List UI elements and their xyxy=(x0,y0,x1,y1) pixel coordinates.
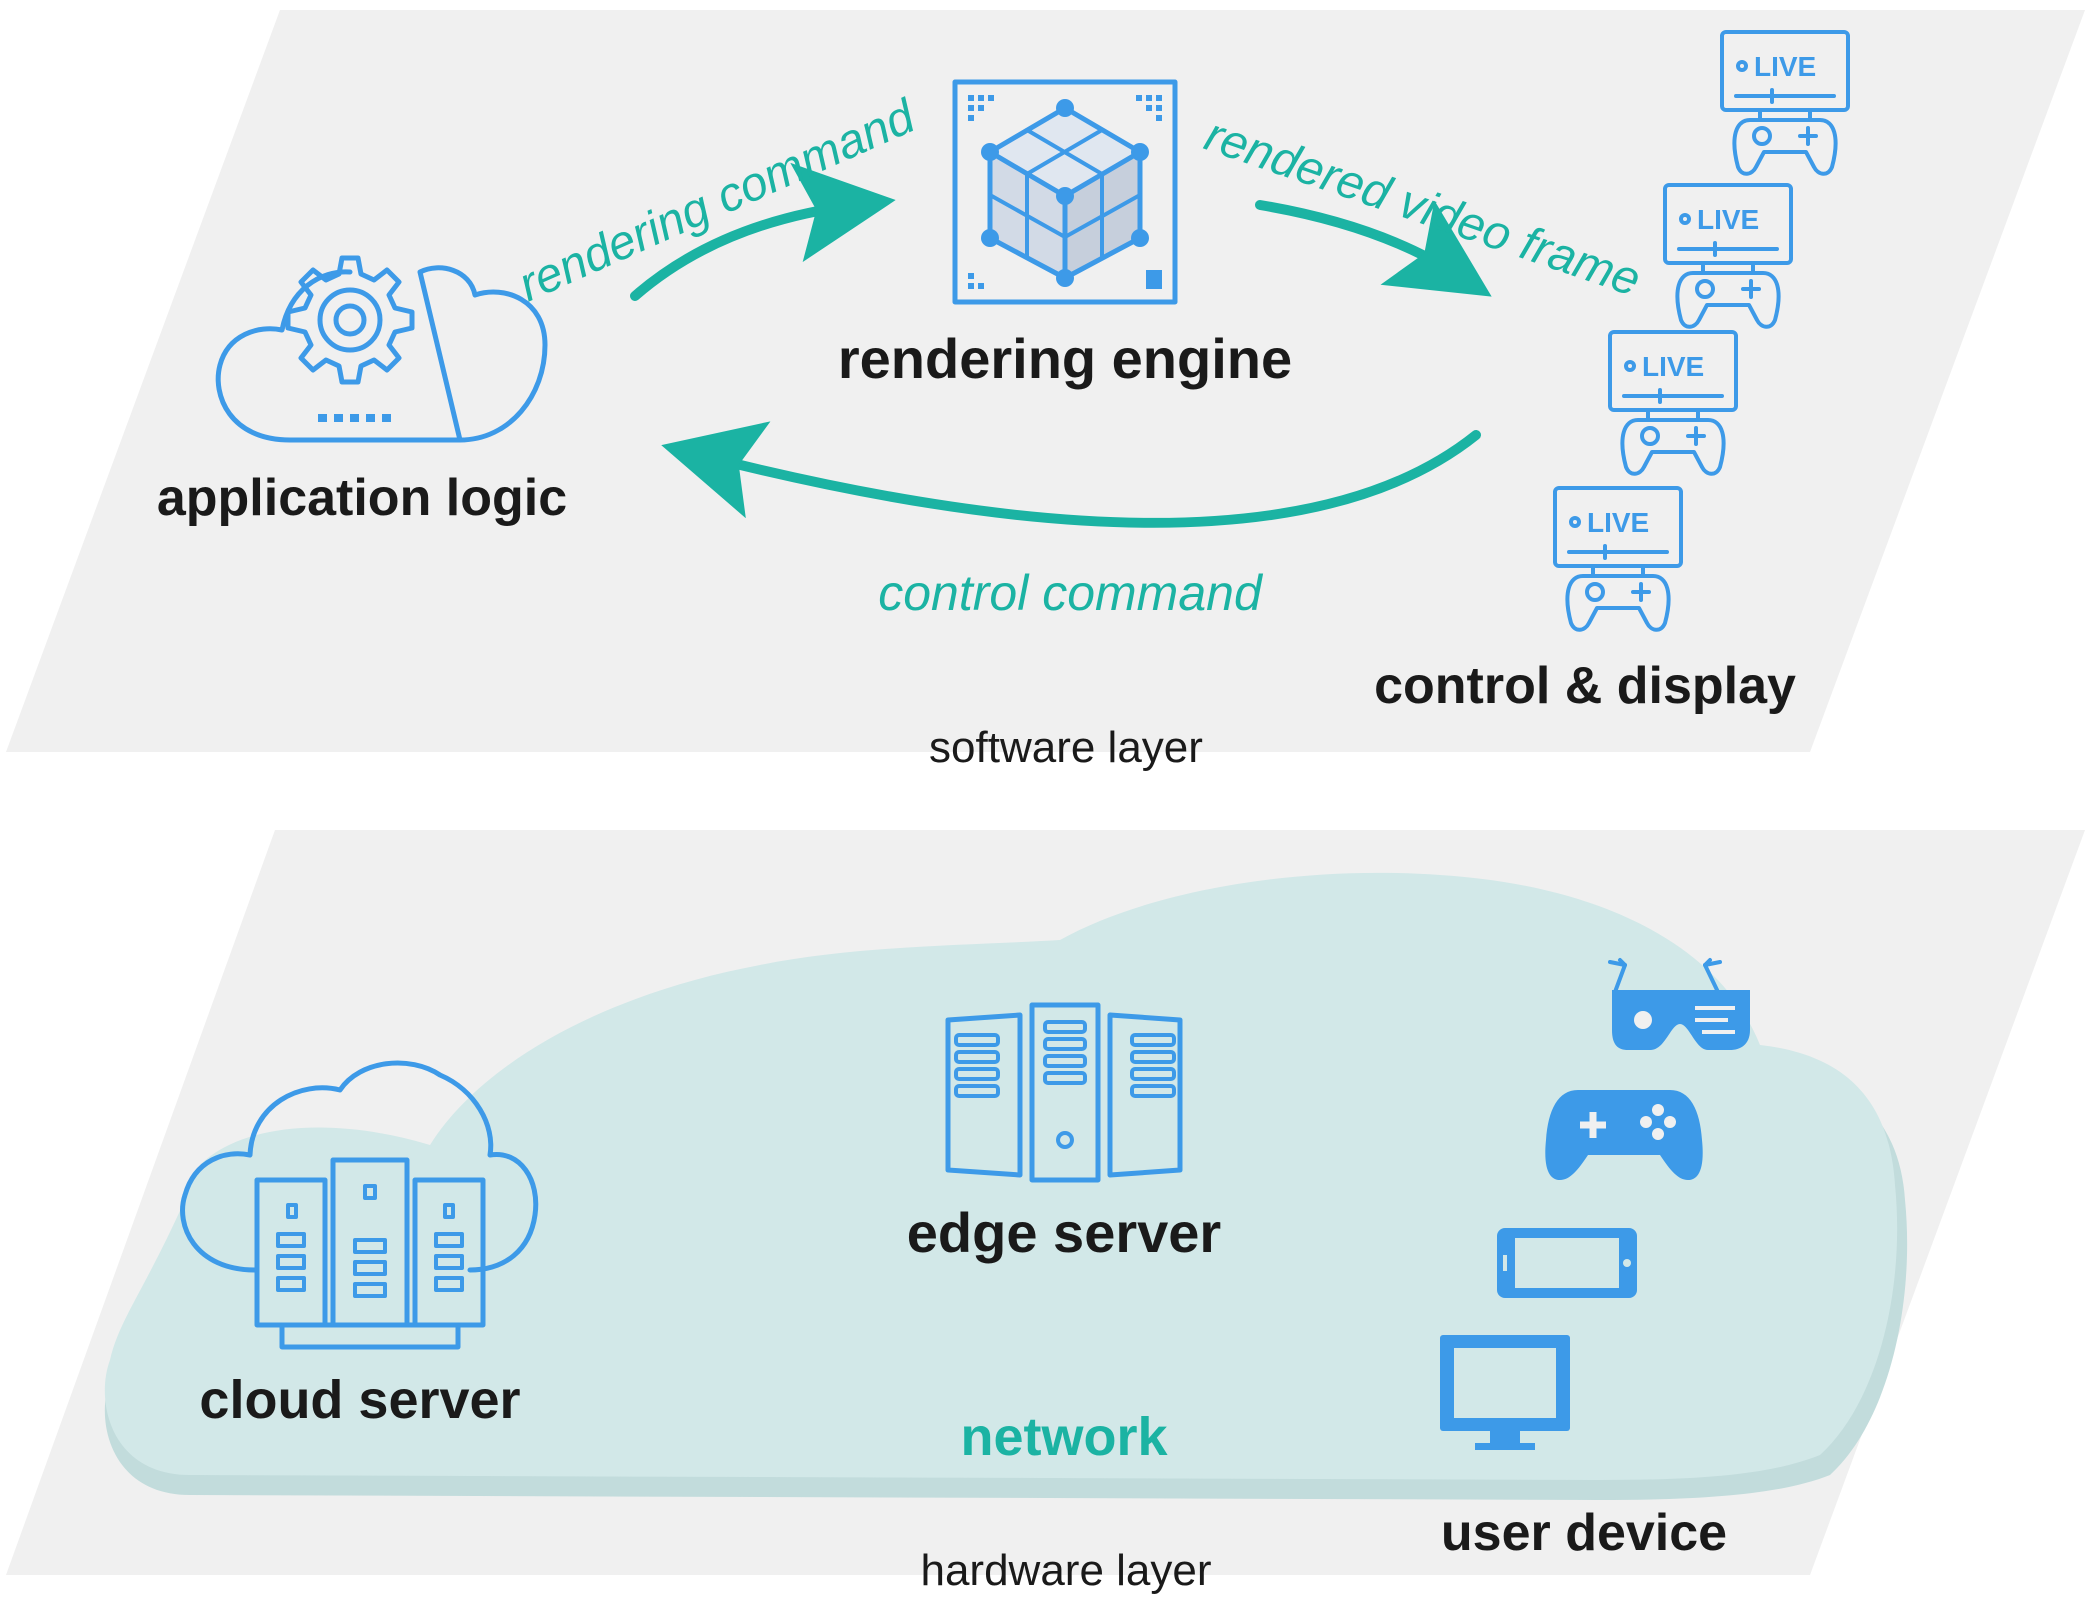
live-badge-label: LIVE xyxy=(1587,507,1649,538)
cloud-server-icon xyxy=(180,1060,539,1350)
hardware-layer-label: hardware layer xyxy=(920,1546,1211,1595)
control-command-label: control command xyxy=(878,565,1264,621)
live-badge-label: LIVE xyxy=(1697,204,1759,235)
network-cloud xyxy=(104,872,1898,1480)
live-stream-gamepad-icon: LIVE xyxy=(1553,486,1683,632)
gamepad-icon xyxy=(1545,1090,1703,1180)
control-command-arrow xyxy=(661,421,1481,528)
vr-glasses-icon xyxy=(1608,958,1750,1050)
live-stream-gamepad-icon: LIVE xyxy=(1663,183,1793,329)
rendering-cube-icon xyxy=(952,79,1178,305)
user-device-label: user device xyxy=(1441,1504,1727,1562)
live-stream-gamepad-icon: LIVE xyxy=(1720,30,1850,176)
live-badge-label: LIVE xyxy=(1642,351,1704,382)
smartphone-icon xyxy=(1497,1228,1637,1298)
live-stream-gamepad-icon: LIVE xyxy=(1608,330,1738,476)
application-logic-label: application logic xyxy=(157,469,567,527)
edge-server-icon xyxy=(945,1002,1183,1183)
live-badge-label: LIVE xyxy=(1754,51,1816,82)
software-layer-label: software layer xyxy=(929,723,1203,772)
cloud-server-label: cloud server xyxy=(199,1370,520,1430)
rendered-video-frame-arrow xyxy=(1255,200,1492,297)
rendering-engine-label: rendering engine xyxy=(838,327,1292,390)
control-display-label: control & display xyxy=(1374,657,1796,715)
cloud-gear-icon xyxy=(215,255,548,443)
network-label: network xyxy=(960,1407,1168,1467)
edge-server-label: edge server xyxy=(907,1201,1221,1264)
monitor-icon xyxy=(1440,1335,1570,1450)
rendering-command-arrow xyxy=(630,162,896,301)
